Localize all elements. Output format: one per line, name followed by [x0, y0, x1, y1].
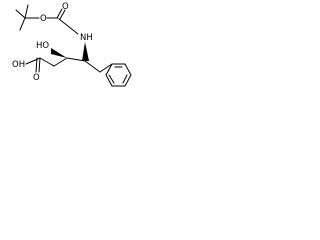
methylene-to-carboxyl-bond: [39, 57, 55, 67]
chiral-carbon-to-benzyl-bond: [84, 60, 101, 73]
ester-oxygen-label: O: [40, 14, 47, 24]
carboxyl-to-hydroxyl-bond: [25, 57, 41, 65]
tert-butyl-group: [15, 4, 40, 31]
carboxyl-double-bond-a: [38, 57, 41, 73]
benzene-inner-bond-3: [108, 74, 115, 84]
carbonyl-to-nitrogen-bond: [58, 18, 79, 35]
nitrogen-label: NH: [80, 33, 93, 43]
benzyl-bond: [99, 63, 113, 73]
carboxyl-double-bond-b: [35, 57, 38, 73]
carboxylic-acid-group: O OH: [12, 57, 41, 83]
tbutyl-methyl-bond-left: [15, 9, 26, 19]
tbutyl-methyl-bond-top: [24, 4, 29, 19]
hydroxyl-label: HO: [36, 41, 49, 51]
carbonyl-double-bond-b: [59, 9, 66, 20]
carboxyl-hydroxyl-label: OH: [12, 60, 25, 70]
wedge-bond-nitrogen: [82, 42, 89, 61]
benzene-inner-bond-2: [122, 74, 128, 84]
chiral-carbon-to-carbinol-bond: [66, 57, 86, 62]
carbinol-to-methylene-bond: [53, 57, 68, 67]
chemical-structure: O O NH HO O OH: [12, 2, 132, 87]
backbone: HO: [36, 41, 101, 73]
tbutyl-methyl-bond-bottom: [19, 17, 26, 31]
carbonyl-double-bond-a: [56, 8, 63, 19]
benzene-ring: [105, 63, 132, 87]
carbonyl-oxygen-label: O: [62, 2, 69, 12]
carboxyl-oxygen-label: O: [33, 73, 40, 83]
carbamate-group: O O NH: [40, 2, 93, 43]
wedge-bond-hydroxyl: [51, 48, 67, 58]
phenyl-ring: [99, 63, 132, 87]
